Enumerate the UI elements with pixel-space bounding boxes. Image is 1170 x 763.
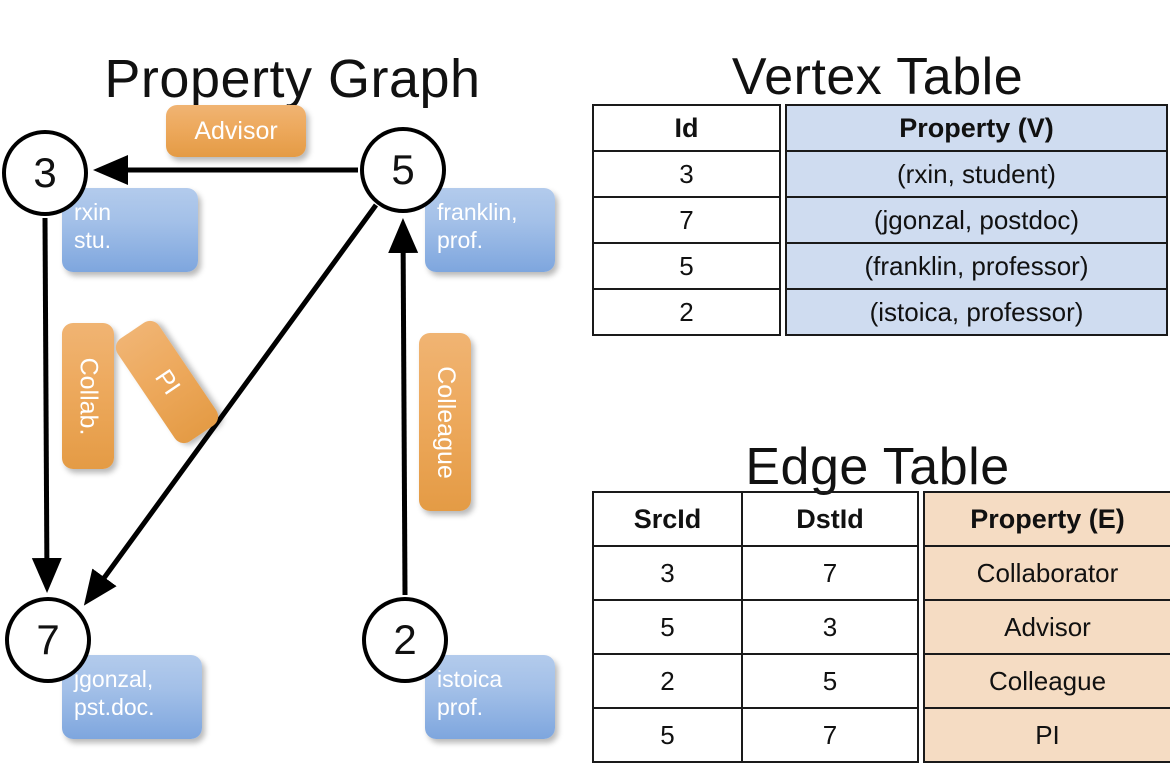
edge-line-5-to-7	[83, 203, 379, 606]
vertex-table-header-id: Id	[592, 104, 781, 152]
property-graph-panel: Property Graph Advisor Collab. PI Collea…	[0, 0, 585, 760]
edge-table-cell-srcid: 2	[592, 653, 743, 709]
edge-table-cell-srcid: 3	[592, 545, 743, 601]
edge-label-collab: Collab.	[62, 323, 114, 469]
vertex-table: Id Property (V) 3 (rxin, student) 7 (jgo…	[592, 104, 1168, 336]
edge-table-cell-property: PI	[923, 707, 1170, 763]
edge-line-2-to-5	[388, 218, 419, 596]
graph-node-3: 3	[2, 130, 88, 216]
edge-label-advisor-text: Advisor	[194, 116, 278, 145]
graph-node-5: 5	[360, 127, 446, 213]
table-row: 3 7 Collaborator	[592, 545, 1170, 601]
table-row: 5 (franklin, professor)	[592, 242, 1168, 290]
edge-table: SrcId DstId Property (E) 3 7 Collaborato…	[592, 491, 1170, 763]
vertex-property-box-5: franklin, prof.	[425, 188, 555, 272]
edge-table-cell-dstid: 3	[741, 599, 919, 655]
table-row: 7 (jgonzal, postdoc)	[592, 196, 1168, 244]
edge-label-colleague: Colleague	[419, 333, 471, 511]
table-row: 3 (rxin, student)	[592, 150, 1168, 198]
vertex-table-cell-property: (rxin, student)	[785, 150, 1168, 198]
page-title-vertex-table: Vertex Table	[731, 47, 1024, 106]
edge-table-cell-dstid: 5	[741, 653, 919, 709]
table-row: 2 5 Colleague	[592, 653, 1170, 709]
edge-table-cell-dstid: 7	[741, 545, 919, 601]
table-row: 5 3 Advisor	[592, 599, 1170, 655]
vertex-property-box-5-line1: franklin,	[437, 199, 518, 225]
vertex-property-box-7: jgonzal, pst.doc.	[62, 655, 202, 739]
graph-node-2: 2	[362, 597, 448, 683]
edge-line-3-to-7	[31, 217, 62, 593]
graph-edges-layer	[31, 155, 419, 606]
vertex-property-box-2: istoica prof.	[425, 655, 555, 739]
edge-table-header-property: Property (E)	[923, 491, 1170, 547]
vertex-table-cell-property: (franklin, professor)	[785, 242, 1168, 290]
vertex-property-box-2-line2: prof.	[437, 694, 484, 721]
vertex-property-box-2-line1: istoica	[437, 666, 503, 692]
vertex-table-cell-property: (istoica, professor)	[785, 288, 1168, 336]
page-title-edge-table: Edge Table	[745, 437, 1010, 496]
edge-label-advisor: Advisor	[166, 105, 306, 157]
edge-table-header-row: SrcId DstId Property (E)	[592, 491, 1170, 547]
vertex-property-box-3-line2: stu.	[74, 227, 112, 254]
graph-node-7: 7	[5, 597, 91, 683]
edge-table-cell-srcid: 5	[592, 599, 743, 655]
vertex-property-box-3-line1: rxin	[74, 199, 112, 225]
page-title-property-graph: Property Graph	[104, 49, 481, 110]
vertex-property-box-3: rxin stu.	[62, 188, 198, 272]
vertex-table-header-row: Id Property (V)	[592, 104, 1168, 152]
vertex-property-box-7-line2: pst.doc.	[74, 694, 155, 721]
edge-table-header-dstid: DstId	[741, 491, 919, 547]
table-row: 2 (istoica, professor)	[592, 288, 1168, 336]
vertex-table-cell-property: (jgonzal, postdoc)	[785, 196, 1168, 244]
graph-node-7-label: 7	[36, 616, 60, 663]
vertex-table-cell-id: 2	[592, 288, 781, 336]
edge-table-cell-property: Colleague	[923, 653, 1170, 709]
vertex-property-box-5-line2: prof.	[437, 227, 484, 254]
vertex-property-box-7-line1: jgonzal,	[74, 666, 154, 692]
edge-table-cell-dstid: 7	[741, 707, 919, 763]
edge-label-collab-text: Collab.	[74, 357, 103, 435]
table-row: 5 7 PI	[592, 707, 1170, 763]
edge-label-colleague-text: Colleague	[431, 365, 460, 479]
edge-table-header-srcid: SrcId	[592, 491, 743, 547]
vertex-table-header-property: Property (V)	[785, 104, 1168, 152]
graph-node-3-label: 3	[33, 149, 57, 196]
graph-node-5-label: 5	[391, 146, 415, 193]
vertex-table-cell-id: 5	[592, 242, 781, 290]
vertex-table-cell-id: 7	[592, 196, 781, 244]
edge-table-cell-property: Advisor	[923, 599, 1170, 655]
vertex-table-cell-id: 3	[592, 150, 781, 198]
edge-table-cell-property: Collaborator	[923, 545, 1170, 601]
graph-node-2-label: 2	[393, 616, 417, 663]
edge-label-pi-text: PI	[149, 364, 186, 400]
edge-table-cell-srcid: 5	[592, 707, 743, 763]
